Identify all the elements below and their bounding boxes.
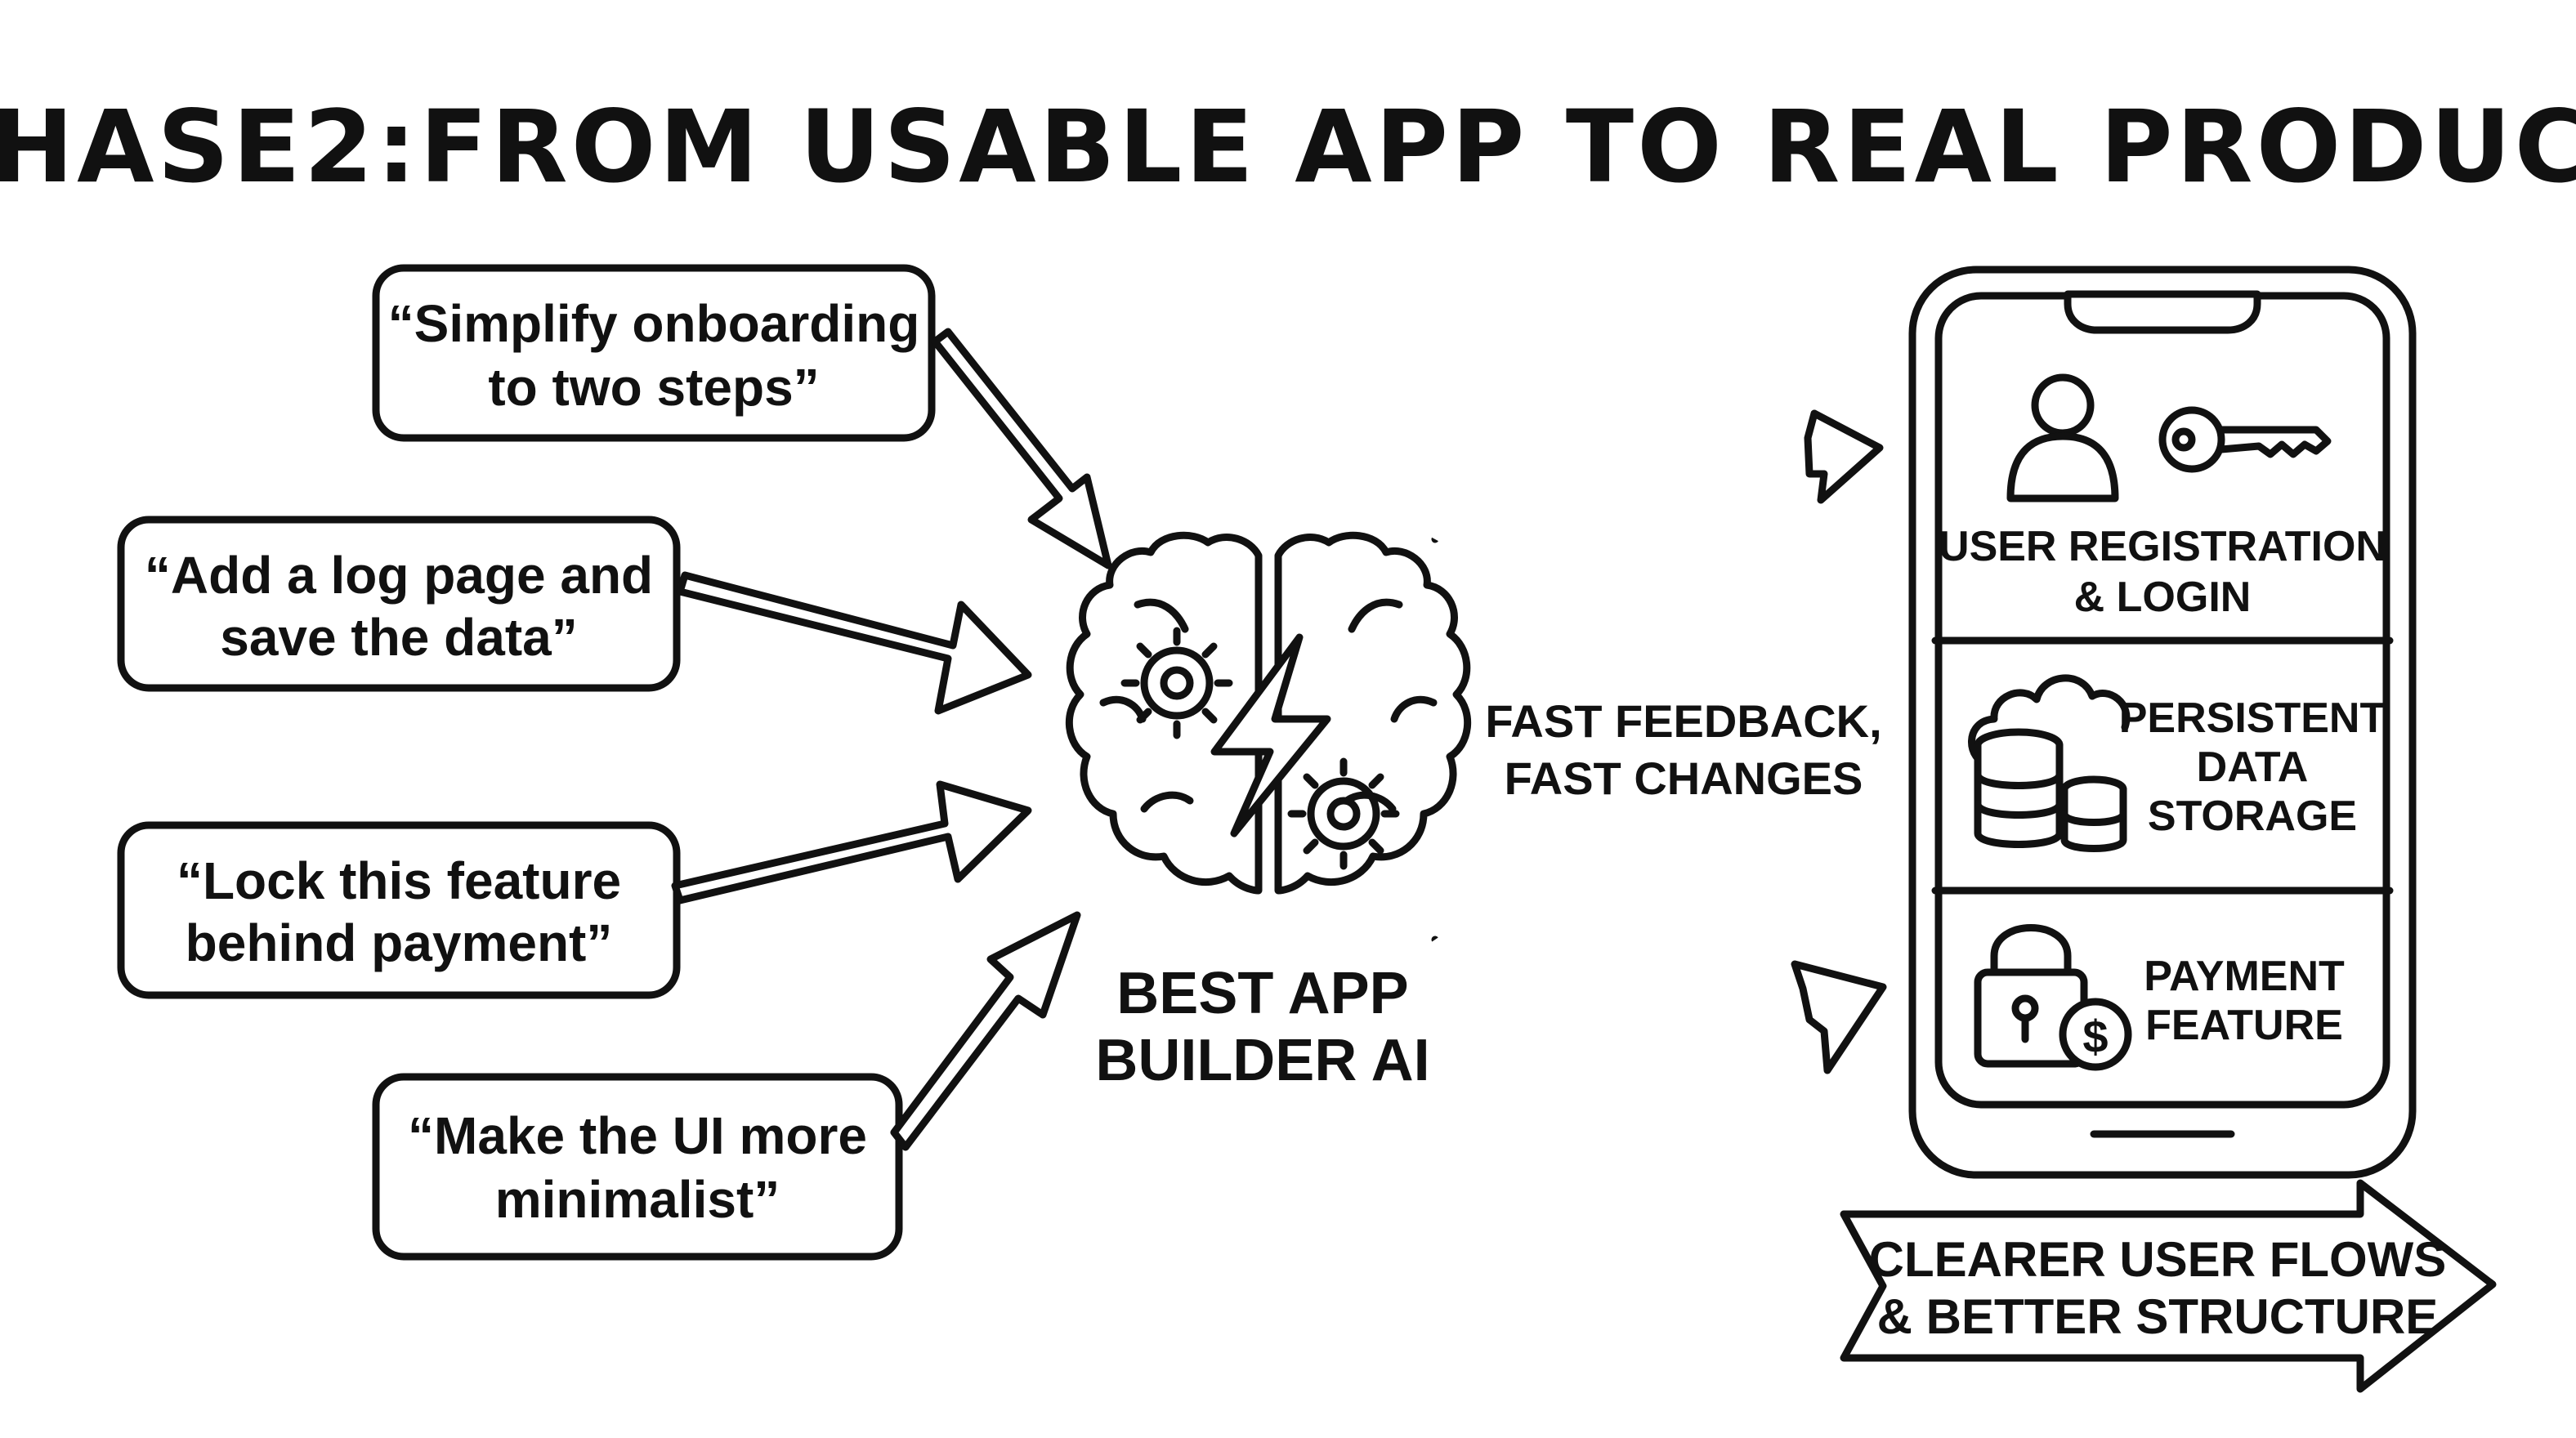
request-bubble-1: “Simplify onboarding to two steps” [372, 264, 936, 442]
request-3-line2: behind payment” [186, 913, 613, 972]
storage-line2: DATA [2197, 744, 2309, 791]
key-icon [2158, 406, 2332, 473]
phone-section-payment: $ PAYMENT FEATURE [1974, 924, 2345, 1071]
page-title: PHASE2:FROM USABLE APP TO REAL PRODUCT [0, 89, 2576, 205]
request-bubble-2: “Add a log page and save the data” [117, 516, 681, 692]
request-1-line1: “Simplify onboarding [388, 294, 920, 353]
request-4-line2: minimalist” [495, 1170, 780, 1229]
center-label-line2: BUILDER AI [1095, 1028, 1429, 1093]
phone-section-storage: PERSISTENT DATA STORAGE [1968, 674, 2386, 852]
loop-label-line1: FAST FEEDBACK, [1485, 695, 1881, 747]
center-label-line1: BEST APP [1116, 961, 1408, 1026]
request-2-line2: save the data” [220, 608, 578, 667]
request-1-arrow [931, 328, 1112, 569]
request-bubble-3: “Lock this feature behind payment” [117, 821, 681, 999]
user-icon [2006, 373, 2119, 502]
request-bubble-4: “Make the UI more minimalist” [372, 1073, 903, 1261]
phone-section-registration: USER REGISTRATION & LOGIN [1939, 373, 2386, 621]
request-2-arrow [676, 571, 1032, 715]
cloud-icon [1968, 674, 2131, 770]
request-4-arrow [890, 911, 1081, 1151]
feedback-loop-arrow-upper [1420, 409, 1884, 663]
result-banner: CLEARER USER FLOWS & BETTER STRUCTURE [1840, 1179, 2497, 1393]
payment-line1: PAYMENT [2144, 953, 2345, 1000]
loop-label-line2: FAST CHANGES [1505, 752, 1863, 804]
request-3-arrow [671, 780, 1032, 904]
banner-line2: & BETTER STRUCTURE [1877, 1289, 2439, 1344]
storage-line3: STORAGE [2148, 793, 2357, 840]
payment-line2: FEATURE [2145, 1002, 2343, 1049]
request-4-line1: “Make the UI more [408, 1106, 867, 1165]
storage-line1: PERSISTENT [2119, 694, 2386, 742]
request-3-line1: “Lock this feature [177, 851, 621, 910]
brain-gears-lightning-icon [1065, 531, 1472, 895]
feedback-loop-arrow-lower [1420, 856, 1887, 1074]
dollar-coin-icon: $ [2059, 998, 2132, 1071]
request-1-line2: to two steps” [488, 358, 819, 417]
registration-line2: & LOGIN [2074, 574, 2252, 621]
banner-line1: CLEARER USER FLOWS [1869, 1232, 2447, 1287]
request-2-line1: “Add a log page and [145, 546, 653, 605]
registration-line1: USER REGISTRATION [1939, 523, 2386, 570]
dollar-sign-glyph: $ [2082, 1011, 2108, 1062]
database-icon [1974, 728, 2127, 852]
